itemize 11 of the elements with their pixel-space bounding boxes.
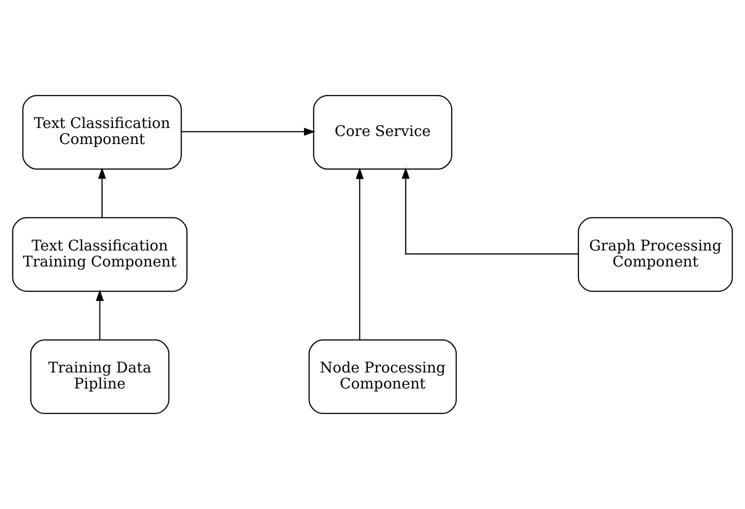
arrow	[402, 167, 578, 254]
node-box: Text Classification Component	[22, 94, 182, 170]
node-box: Graph Processing Component	[578, 217, 733, 292]
node-box: Node Processing Component	[308, 339, 457, 414]
arrow	[96, 290, 104, 340]
arrow	[181, 128, 316, 136]
node-box: Text Classification Training Component	[12, 217, 188, 292]
node-box: Training Data Pipline	[30, 339, 170, 414]
arrow	[356, 168, 364, 340]
arrow	[98, 167, 106, 218]
node-box: Core Service	[313, 94, 452, 170]
